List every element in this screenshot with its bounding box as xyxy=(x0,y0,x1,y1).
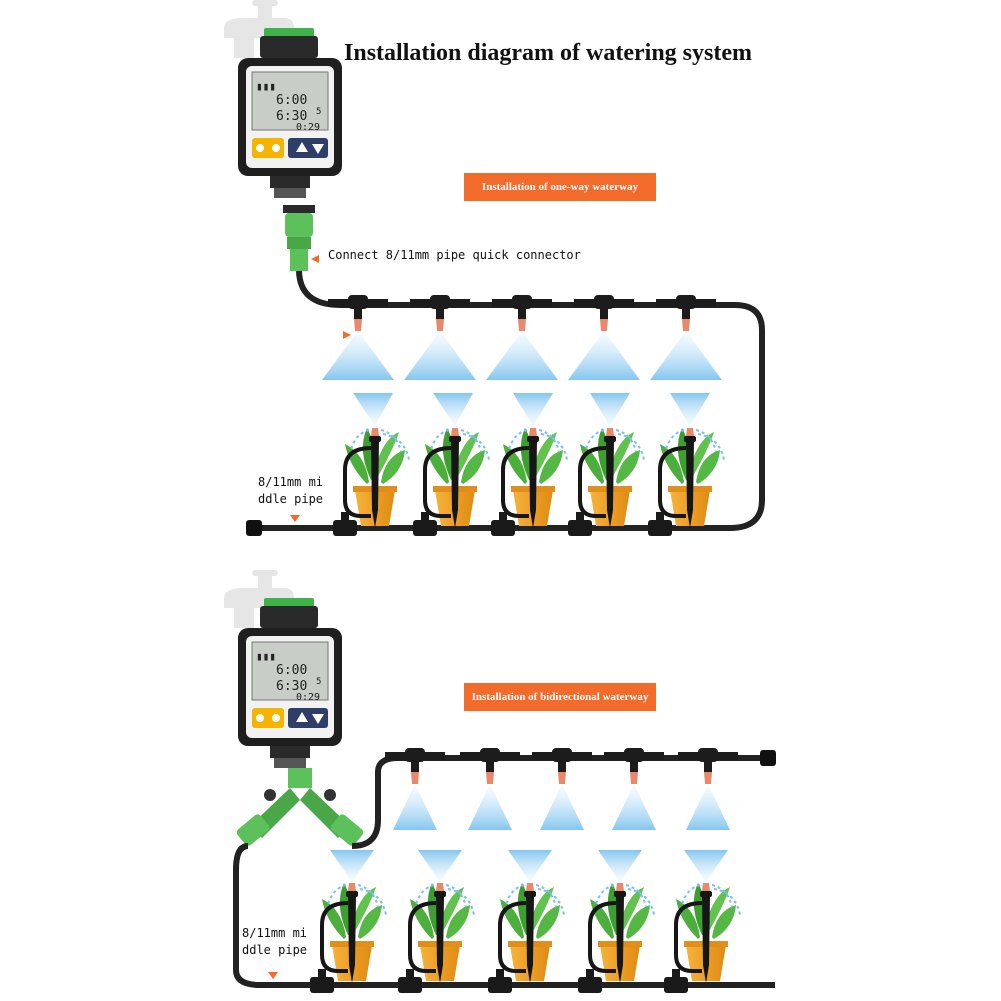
y-splitter xyxy=(236,768,364,846)
connector-label: Connect 8/11mm pipe quick connector xyxy=(328,248,581,262)
bidirectional-banner: Installation of bidirectional waterway xyxy=(464,683,656,711)
bidirectional-section: ▮▮▮ 6:00 6:30 5 0:29 xyxy=(224,570,776,993)
timer2-time2: 6:30 xyxy=(276,679,307,694)
nozzle-row-top xyxy=(328,295,716,331)
timer2-small: 5 xyxy=(316,677,321,687)
bidirectional-pipe-label: 8/11mm mi ddle pipe xyxy=(242,926,308,957)
orange-triangle-arrow xyxy=(311,255,319,263)
oneway-pipe-label: 8/11mm mi ddle pipe xyxy=(258,475,324,506)
svg-text:▮▮▮: ▮▮▮ xyxy=(256,80,276,93)
lower-branch-pipe xyxy=(233,843,775,988)
end-cap xyxy=(246,520,262,536)
timer-small: 5 xyxy=(316,107,321,117)
diagram-title: Installation diagram of watering system xyxy=(344,40,752,66)
water-timer-icon: ▮▮▮ 6:00 6:30 5 0:29 xyxy=(237,27,343,199)
svg-text:▮▮▮: ▮▮▮ xyxy=(256,650,276,663)
timer-time1: 6:00 xyxy=(276,93,307,108)
timer2-time1: 6:00 xyxy=(276,663,307,678)
plant-mist-row-lower xyxy=(330,850,728,882)
stake-row-lower xyxy=(320,881,741,985)
timer2-duration: 0:29 xyxy=(296,692,320,703)
quick-connector xyxy=(285,213,313,237)
mist-row-upper xyxy=(393,784,730,830)
plant-mist-row-top xyxy=(353,393,710,426)
oneway-banner: Installation of one-way waterway xyxy=(464,173,656,201)
oneway-section: ▮▮▮ 6:00 6:30 5 0:29 xyxy=(224,0,765,536)
main-pipe xyxy=(260,270,765,531)
water-timer-icon-2: ▮▮▮ 6:00 6:30 5 0:29 xyxy=(237,597,343,769)
mist-row-top xyxy=(322,331,722,380)
timer-duration: 0:29 xyxy=(296,122,320,133)
bidirectional-banner-text: Installation of bidirectional waterway xyxy=(471,691,649,703)
timer-time2: 6:30 xyxy=(276,109,307,124)
stake-row-top xyxy=(343,426,725,530)
nozzle-row-upper xyxy=(385,748,738,784)
oneway-banner-text: Installation of one-way waterway xyxy=(481,181,639,193)
